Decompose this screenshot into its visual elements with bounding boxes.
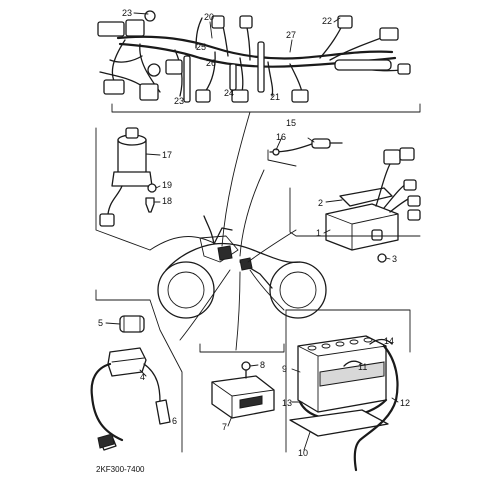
callout-22: 22 <box>322 16 332 26</box>
callout-25: 25 <box>196 42 206 52</box>
callout-24: 24 <box>224 88 234 98</box>
callout-18: 18 <box>162 196 172 206</box>
leader-lines <box>149 111 297 351</box>
connector-icon <box>97 433 115 449</box>
region-boundaries <box>95 127 421 453</box>
main-switch <box>99 127 157 227</box>
callout-14: 14 <box>384 336 394 346</box>
figure-code: 2KF300-7400 <box>96 465 145 474</box>
callout-20: 20 <box>204 12 214 22</box>
callout-4: 4 <box>140 372 145 382</box>
callout-8: 8 <box>260 360 265 370</box>
callout-9: 9 <box>282 364 287 374</box>
callout-23-bottom: 23 <box>174 96 184 106</box>
callout-16: 16 <box>276 132 286 142</box>
callout-21: 21 <box>270 92 280 102</box>
callout-17: 17 <box>162 150 172 160</box>
callout-12: 12 <box>400 398 410 408</box>
callout-10: 10 <box>298 448 308 458</box>
callout-2: 2 <box>318 198 323 208</box>
callout-11: 11 <box>358 362 367 372</box>
callout-27: 27 <box>286 30 296 40</box>
ignition-coil <box>90 315 171 451</box>
callout-13: 13 <box>282 398 292 408</box>
motorcycle-silhouette <box>157 215 327 319</box>
callout-6: 6 <box>172 416 177 426</box>
callout-7: 7 <box>222 422 227 432</box>
callout-15: 15 <box>286 118 296 128</box>
callout-23-top: 23 <box>122 8 132 18</box>
rectifier-regulator <box>211 361 275 419</box>
callout-19: 19 <box>162 180 172 190</box>
callout-leaders <box>105 12 399 451</box>
callout-26: 26 <box>206 58 216 68</box>
wire-harness <box>97 10 411 103</box>
callouts: 20 23 22 27 25 26 24 21 23 15 16 17 19 1… <box>96 8 410 474</box>
harness-bracket <box>111 103 421 113</box>
cdi-unit <box>325 147 421 263</box>
callout-5: 5 <box>98 318 103 328</box>
battery-assembly <box>289 335 399 472</box>
callout-1: 1 <box>316 228 321 238</box>
callout-3: 3 <box>392 254 397 264</box>
